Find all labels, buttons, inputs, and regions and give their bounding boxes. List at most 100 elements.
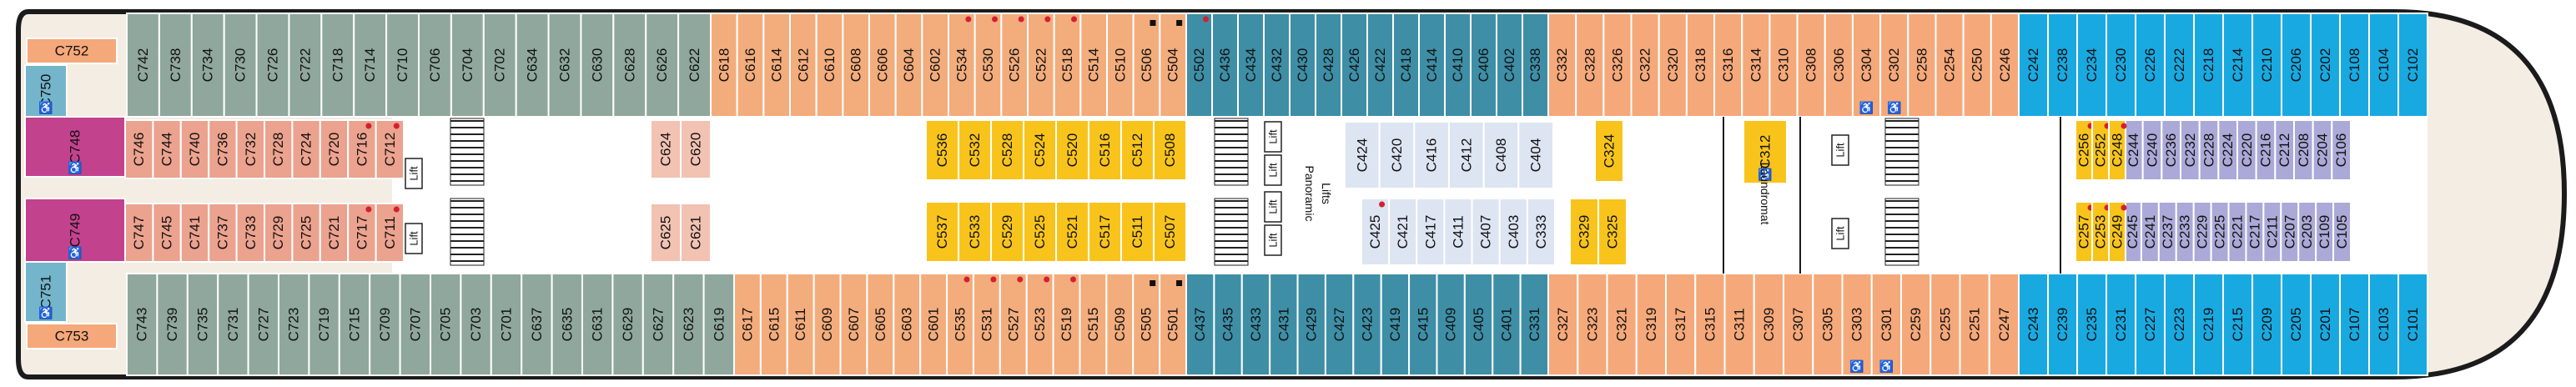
cabin-c723[interactable]: C723 xyxy=(278,273,310,376)
cabin-c526[interactable]: C526 xyxy=(1000,13,1029,118)
cabin-c321[interactable]: C321 xyxy=(1606,273,1638,376)
cabin-c230[interactable]: C230 xyxy=(2106,13,2136,118)
cabin-c518[interactable]: C518 xyxy=(1053,13,1082,118)
cabin-c430[interactable]: C430 xyxy=(1289,13,1316,118)
cabin-c529[interactable]: C529 xyxy=(990,201,1024,263)
cabin-c632[interactable]: C632 xyxy=(547,13,582,118)
cabin-c706[interactable]: C706 xyxy=(418,13,452,118)
cabin-c602[interactable]: C602 xyxy=(921,13,950,118)
cabin-c710[interactable]: C710 xyxy=(385,13,420,118)
cabin-c323[interactable]: C323 xyxy=(1577,273,1608,376)
cabin-c725[interactable]: C725 xyxy=(291,203,321,263)
cabin-c729[interactable]: C729 xyxy=(264,203,294,263)
cabin-c234[interactable]: C234 xyxy=(2076,13,2107,118)
cabin-c246[interactable]: C246 xyxy=(1990,13,2020,118)
cabin-c201[interactable]: C201 xyxy=(2310,273,2341,376)
cabin-c226[interactable]: C226 xyxy=(2135,13,2166,118)
cabin-c523[interactable]: C523 xyxy=(1025,273,1054,376)
cabin-c516[interactable]: C516 xyxy=(1088,119,1122,181)
cabin-c227[interactable]: C227 xyxy=(2135,273,2166,376)
cabin-c254[interactable]: C254 xyxy=(1935,13,1965,118)
cabin-c634[interactable]: C634 xyxy=(515,13,550,118)
cabin-c514[interactable]: C514 xyxy=(1079,13,1109,118)
cabin-c247[interactable]: C247 xyxy=(1988,273,2020,376)
cabin-c635[interactable]: C635 xyxy=(551,273,583,376)
cabin-c403[interactable]: C403 xyxy=(1498,198,1528,266)
cabin-c615[interactable]: C615 xyxy=(759,273,788,376)
cabin-c423[interactable]: C423 xyxy=(1352,273,1382,376)
cabin-c606[interactable]: C606 xyxy=(868,13,897,118)
cabin-c415[interactable]: C415 xyxy=(1408,273,1438,376)
cabin-c429[interactable]: C429 xyxy=(1296,273,1326,376)
cabin-c338[interactable]: C338 xyxy=(1522,13,1549,118)
cabin-c604[interactable]: C604 xyxy=(894,13,923,118)
cabin-c229[interactable]: C229 xyxy=(2192,201,2212,263)
cabin-c508[interactable]: C508 xyxy=(1153,119,1187,181)
cabin-c614[interactable]: C614 xyxy=(762,13,791,118)
cabin-c412[interactable]: C412 xyxy=(1448,121,1485,189)
cabin-c601[interactable]: C601 xyxy=(919,273,948,376)
cabin-c242[interactable]: C242 xyxy=(2018,13,2049,118)
cabin-c705[interactable]: C705 xyxy=(430,273,462,376)
cabin-c210[interactable]: C210 xyxy=(2251,13,2282,118)
cabin-c244[interactable]: C244 xyxy=(2123,119,2144,181)
cabin-c417[interactable]: C417 xyxy=(1416,198,1446,266)
cabin-c329[interactable]: C329 xyxy=(1569,198,1599,266)
cabin-c531[interactable]: C531 xyxy=(972,273,1001,376)
cabin-c251[interactable]: C251 xyxy=(1959,273,1990,376)
cabin-c742[interactable]: C742 xyxy=(126,13,160,118)
cabin-c745[interactable]: C745 xyxy=(152,203,182,263)
cabin-c410[interactable]: C410 xyxy=(1444,13,1472,118)
cabin-c520[interactable]: C520 xyxy=(1055,119,1089,181)
cabin-c232[interactable]: C232 xyxy=(2180,119,2201,181)
cabin-c501[interactable]: C501 xyxy=(1159,273,1188,376)
cabin-c411[interactable]: C411 xyxy=(1443,198,1473,266)
cabin-c717[interactable]: C717 xyxy=(347,203,377,263)
cabin-c319[interactable]: C319 xyxy=(1635,273,1667,376)
cabin-c432[interactable]: C432 xyxy=(1263,13,1291,118)
cabin-c637[interactable]: C637 xyxy=(521,273,553,376)
cabin-c536[interactable]: C536 xyxy=(925,119,959,181)
cabin-c522[interactable]: C522 xyxy=(1027,13,1055,118)
cabin-c628[interactable]: C628 xyxy=(612,13,647,118)
cabin-c105[interactable]: C105 xyxy=(2332,201,2352,263)
cabin-c739[interactable]: C739 xyxy=(156,273,189,376)
cabin-c401[interactable]: C401 xyxy=(1492,273,1522,376)
cabin-c404[interactable]: C404 xyxy=(1517,121,1555,189)
cabin-c204[interactable]: C204 xyxy=(2312,119,2333,181)
cabin-c525[interactable]: C525 xyxy=(1023,201,1057,263)
cabin-c223[interactable]: C223 xyxy=(2164,273,2195,376)
cabin-c707[interactable]: C707 xyxy=(399,273,432,376)
cabin-c312[interactable]: C312♿ xyxy=(1743,119,1788,184)
cabin-c427[interactable]: C427 xyxy=(1324,273,1355,376)
cabin-c435[interactable]: C435 xyxy=(1213,273,1243,376)
cabin-c407[interactable]: C407 xyxy=(1471,198,1501,266)
cabin-c609[interactable]: C609 xyxy=(813,273,842,376)
cabin-c408[interactable]: C408 xyxy=(1482,121,1520,189)
cabin-c419[interactable]: C419 xyxy=(1380,273,1411,376)
cabin-c252[interactable]: C252 xyxy=(2091,119,2111,181)
cabin-c434[interactable]: C434 xyxy=(1237,13,1265,118)
cabin-c728[interactable]: C728 xyxy=(264,119,294,179)
cabin-c106[interactable]: C106 xyxy=(2331,119,2352,181)
cabin-c738[interactable]: C738 xyxy=(158,13,193,118)
cabin-c436[interactable]: C436 xyxy=(1211,13,1239,118)
cabin-c420[interactable]: C420 xyxy=(1378,121,1416,189)
cabin-c317[interactable]: C317 xyxy=(1665,273,1697,376)
cabin-c506[interactable]: C506 xyxy=(1132,13,1161,118)
cabin-c625[interactable]: C625 xyxy=(650,203,682,263)
cabin-c610[interactable]: C610 xyxy=(815,13,844,118)
cabin-c505[interactable]: C505 xyxy=(1132,273,1161,376)
cabin-c726[interactable]: C726 xyxy=(255,13,290,118)
cabin-c629[interactable]: C629 xyxy=(611,273,644,376)
cabin-c620[interactable]: C620 xyxy=(680,119,712,179)
cabin-c703[interactable]: C703 xyxy=(460,273,492,376)
cabin-c731[interactable]: C731 xyxy=(217,273,249,376)
cabin-c215[interactable]: C215 xyxy=(2222,273,2253,376)
cabin-c309[interactable]: C309 xyxy=(1753,273,1784,376)
cabin-c207[interactable]: C207 xyxy=(2280,201,2300,263)
cabin-c302[interactable]: C302♿ xyxy=(1879,13,1909,118)
cabin-c748[interactable]: C748♿ xyxy=(24,116,126,178)
cabin-c746[interactable]: C746 xyxy=(124,119,154,179)
cabin-c524[interactable]: C524 xyxy=(1023,119,1057,181)
